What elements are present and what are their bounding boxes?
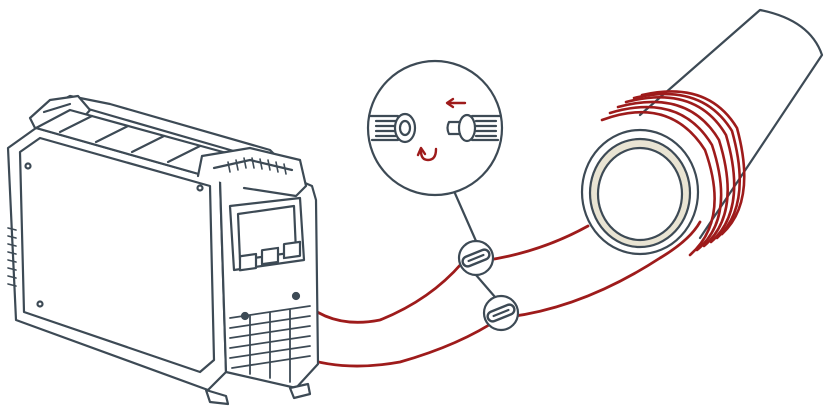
cable-connector-upper [459, 241, 493, 275]
pipe-bore-icon [598, 148, 682, 240]
front-panel-icon [220, 160, 318, 388]
induction-heater-machine [8, 96, 318, 404]
pipe-with-coil [582, 10, 822, 255]
connector-link-line [476, 275, 495, 297]
cable-connector-lower [484, 296, 518, 330]
connector-detail [368, 61, 502, 195]
upper-cable-icon [298, 226, 588, 322]
